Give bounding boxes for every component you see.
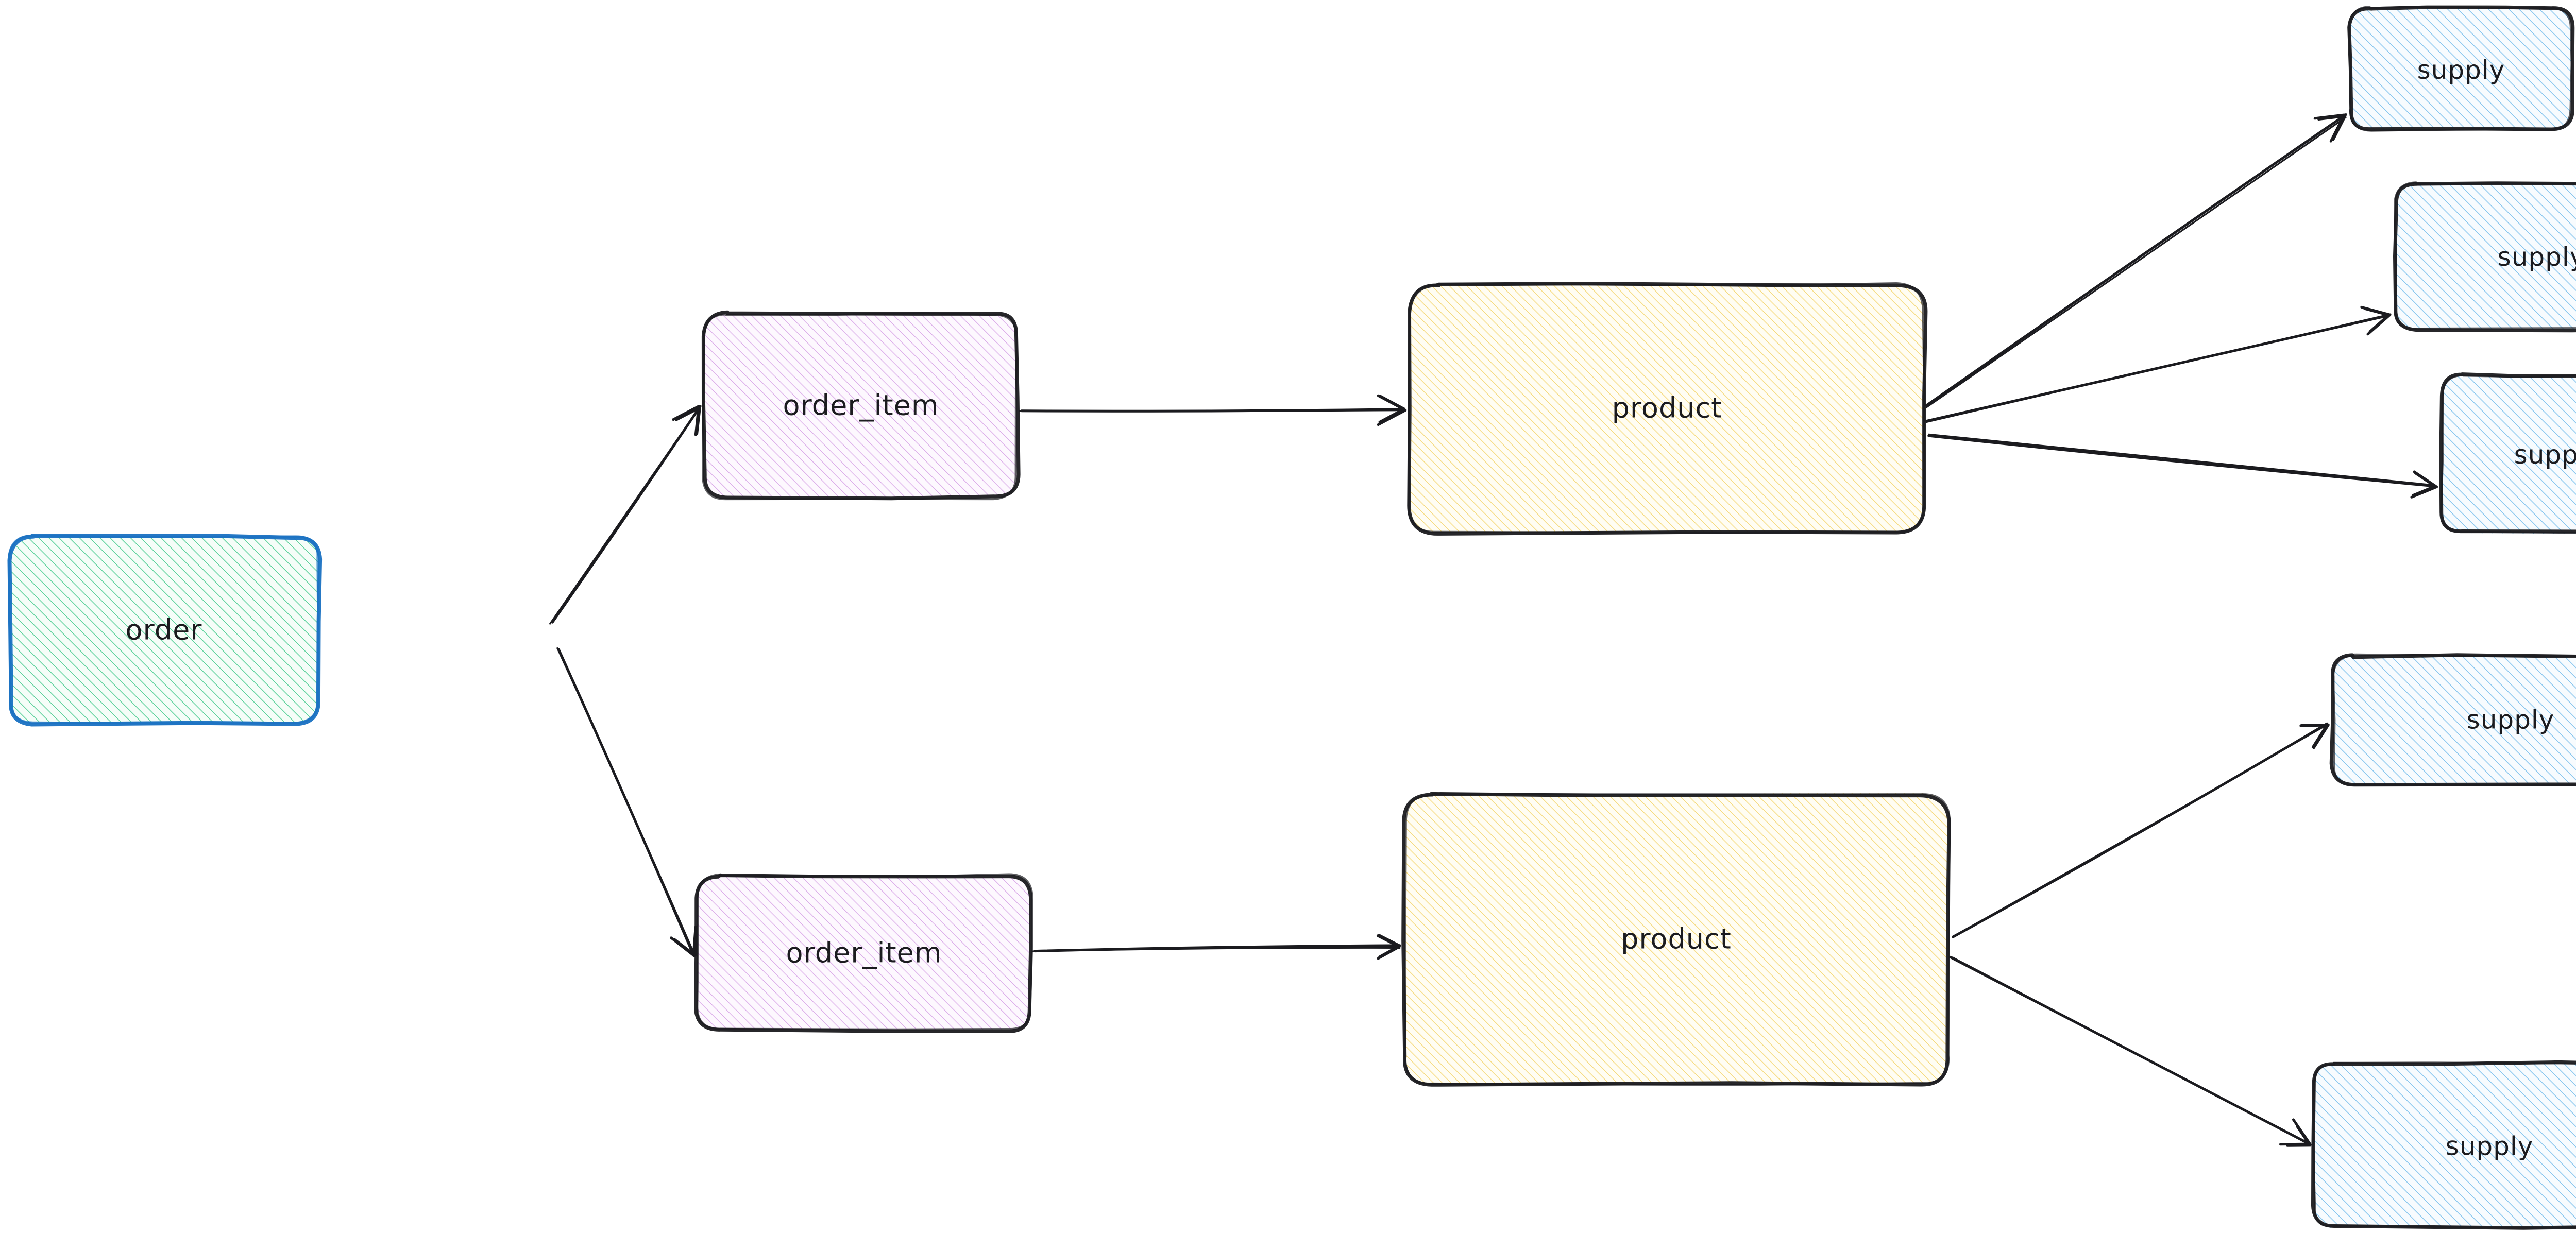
edge-product_1-to-supply_1[interactable] [1925, 113, 2347, 408]
node-outline [2393, 181, 2576, 330]
edge-arrowhead [2412, 472, 2436, 497]
edge-line [1927, 434, 2436, 488]
node-supply_3[interactable]: supply [2439, 372, 2576, 534]
edge-product_1-to-supply_3[interactable] [1927, 433, 2438, 499]
edge-arrowhead [672, 405, 700, 436]
edge-product_1-to-supply_2[interactable] [1925, 305, 2392, 423]
node-product_1[interactable]: product [1407, 282, 1928, 536]
node-outline [2312, 1061, 2576, 1229]
node-outline [1401, 792, 1951, 1087]
node-outline [2332, 653, 2576, 786]
node-fill [2395, 184, 2576, 330]
edge-arrowhead [2279, 1118, 2312, 1146]
edge-arrowhead [1377, 394, 1407, 426]
node-outline [701, 312, 1018, 501]
node-order[interactable]: order [7, 534, 323, 727]
node-outline [1403, 793, 1951, 1086]
node-label-product_2: product [1621, 923, 1732, 955]
node-product_2[interactable]: product [1401, 792, 1951, 1087]
node-fill [2313, 1063, 2576, 1228]
edge-line [549, 405, 702, 625]
node-label-supply_5: supply [2446, 1132, 2534, 1161]
edge-arrowhead [2300, 723, 2330, 749]
edge-order_item_1-to-product_1[interactable] [1019, 394, 1407, 426]
edge-order-to-order_item_2[interactable] [556, 647, 699, 957]
node-outline [2348, 6, 2573, 132]
edge-line [1032, 947, 1401, 952]
node-fill [696, 875, 1031, 1031]
edge-line [1926, 116, 2347, 408]
node-label-supply_1: supply [2417, 55, 2505, 85]
edge-line [1952, 724, 2329, 938]
edge-order_item_2-to-product_2[interactable] [1032, 934, 1401, 960]
node-fill [2441, 375, 2576, 534]
node-fill [703, 312, 1019, 499]
edge-layer [549, 113, 2438, 1147]
edge-arrowhead [2313, 113, 2346, 143]
node-fill [1403, 793, 1950, 1084]
node-order_item_1[interactable]: order_item [701, 310, 1021, 501]
node-label-supply_2: supply [2498, 242, 2576, 272]
node-outline [2393, 181, 2576, 333]
edge-product_2-to-supply_4[interactable] [1952, 722, 2330, 938]
edge-line [1928, 433, 2436, 486]
node-order_item_2[interactable]: order_item [694, 873, 1033, 1033]
edge-arrowhead [2363, 307, 2390, 333]
edge-line [1019, 409, 1405, 412]
node-label-supply_3: supply [2514, 440, 2576, 470]
node-fill [9, 536, 319, 723]
node-supply_5[interactable]: supply [2311, 1060, 2576, 1230]
node-outline [696, 873, 1033, 1031]
node-label-order_item_2: order_item [786, 937, 942, 969]
node-fill [1410, 283, 1925, 533]
node-fill [2332, 655, 2576, 784]
node-outline [7, 534, 320, 725]
node-supply_1[interactable]: supply [2347, 5, 2575, 132]
node-supply_2[interactable]: supply [2393, 181, 2576, 333]
node-outline [2439, 374, 2576, 534]
edge-line [1925, 313, 2392, 423]
node-layer: orderorder_itemorder_itemproductproducts… [7, 5, 2576, 1230]
edge-line [1952, 956, 2312, 1146]
node-label-order_item_1: order_item [783, 389, 939, 422]
node-fill [2349, 8, 2573, 131]
node-label-order: order [126, 614, 202, 646]
node-label-product_1: product [1612, 392, 1723, 424]
edge-line [556, 647, 696, 955]
node-label-supply_4: supply [2467, 705, 2555, 735]
node-outline [2329, 653, 2576, 787]
node-outline [1407, 282, 1926, 534]
edge-product_2-to-supply_5[interactable] [1949, 955, 2312, 1147]
node-supply_4[interactable]: supply [2329, 653, 2576, 787]
edge-line [1925, 113, 2347, 407]
edge-arrowhead [1376, 934, 1401, 960]
edge-order-to-order_item_1[interactable] [549, 405, 702, 625]
